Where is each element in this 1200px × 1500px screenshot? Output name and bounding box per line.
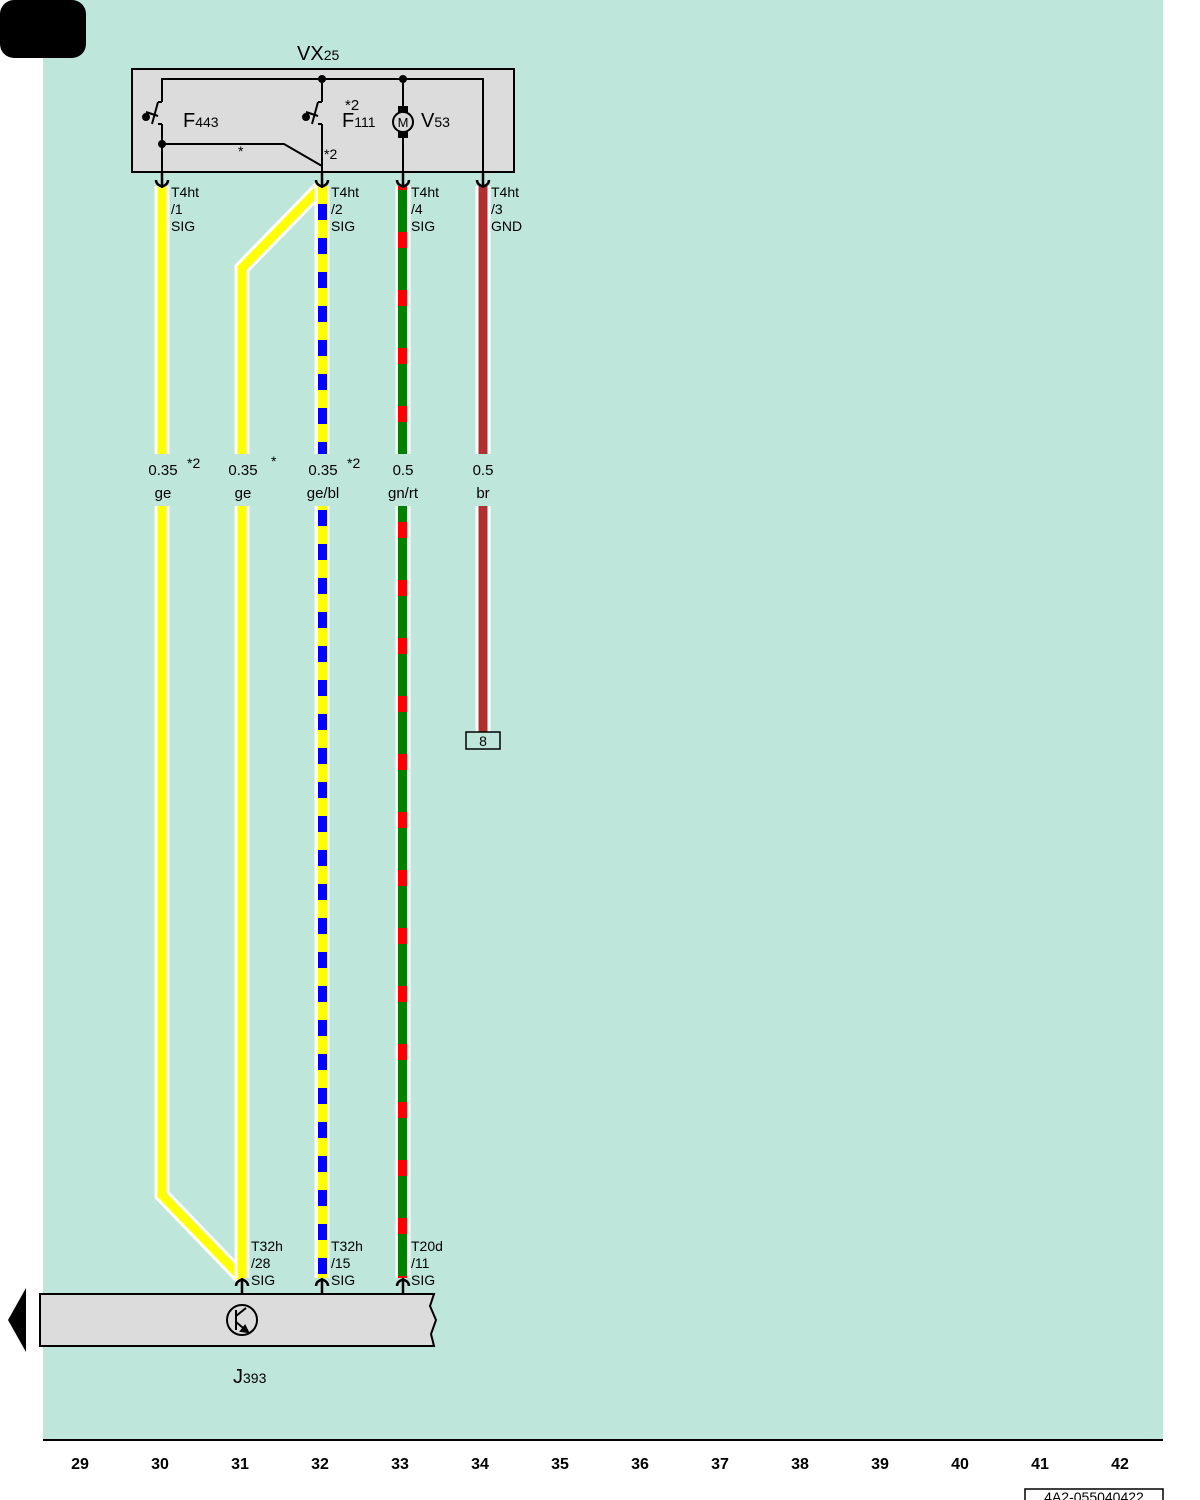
column-number: 29	[71, 1456, 89, 1473]
component-vx-name: VX	[297, 43, 324, 65]
wire-3-gebl	[314, 186, 330, 1278]
top-conn-4-l3: GND	[491, 218, 522, 234]
column-number: 37	[711, 1456, 729, 1473]
column-number: 38	[791, 1456, 809, 1473]
wire-3-note: *2	[347, 455, 360, 471]
wire-5-size: 0.5	[473, 462, 494, 479]
top-conn-4-l1: T4ht	[491, 184, 519, 200]
column-number: 33	[391, 1456, 409, 1473]
wires	[154, 180, 491, 1284]
top-conn-3-l1: T4ht	[411, 184, 439, 200]
motor-v53-sub: 53	[434, 114, 450, 130]
top-conn-3-l3: SIG	[411, 218, 435, 234]
column-number: 34	[471, 1456, 489, 1473]
switch-f111-sub: 111	[354, 114, 375, 130]
bottom-conn-2-l2: /15	[331, 1255, 351, 1271]
svg-text:J393: J393	[233, 1366, 267, 1388]
bottom-conn-3-l3: SIG	[411, 1272, 435, 1288]
top-conn-2-l3: SIG	[331, 218, 355, 234]
wire-5-color: br	[476, 485, 489, 502]
component-vx-sub: 25	[324, 47, 340, 63]
column-number: 31	[231, 1456, 249, 1473]
column-number: 39	[871, 1456, 889, 1473]
wire-3-size: 0.35	[308, 462, 337, 479]
switch-f443-sub: 443	[195, 114, 219, 130]
doc-id-box: 4A2-055040422	[1024, 1488, 1164, 1500]
control-unit-box	[39, 1293, 438, 1347]
switch-f443-symbol	[142, 101, 163, 130]
column-number: 30	[151, 1456, 169, 1473]
internal-note-star2: *2	[324, 146, 337, 162]
top-conn-2-l1: T4ht	[331, 184, 359, 200]
bottom-conn-3-l1: T20d	[411, 1238, 443, 1254]
page-corner-tab	[0, 0, 86, 58]
svg-text:VX25: VX25	[297, 43, 339, 65]
top-connector-pins	[154, 172, 491, 188]
wire-4-gnrt	[395, 186, 411, 1278]
column-number: 32	[311, 1456, 329, 1473]
wire-1-color: ge	[155, 485, 172, 502]
control-unit-j393	[39, 1293, 438, 1347]
bottom-conn-2-l1: T32h	[331, 1238, 363, 1254]
diagram-background	[43, 0, 1163, 1440]
bottom-conn-1-l1: T32h	[251, 1238, 283, 1254]
top-conn-1-l1: T4ht	[171, 184, 199, 200]
switch-f111-note: *2	[345, 97, 359, 114]
top-conn-1-l3: SIG	[171, 218, 195, 234]
top-conn-2-l2: /2	[331, 201, 343, 217]
transistor-icon	[226, 1304, 258, 1336]
wire-1-note: *2	[187, 455, 200, 471]
motor-symbol: M	[398, 115, 409, 130]
switch-f443-name: F	[183, 110, 195, 132]
bottom-conn-1-l2: /28	[251, 1255, 271, 1271]
switch-f111-symbol	[302, 101, 323, 130]
doc-id-label: 4A2-055040422	[1044, 1489, 1144, 1500]
internal-note-star: *	[238, 143, 244, 159]
motor-v53-name: V	[421, 110, 435, 132]
vx-junction-dots	[158, 75, 407, 148]
wire-1-ge	[154, 186, 248, 1284]
component-vx25: VX25 F443	[131, 43, 515, 180]
top-conn-4-l2: /3	[491, 201, 503, 217]
wire-4-size: 0.5	[393, 462, 414, 479]
wire-4-color: gn/rt	[388, 485, 419, 502]
wire-2-color: ge	[235, 485, 252, 502]
column-number: 41	[1031, 1456, 1049, 1473]
wire-2-ge	[234, 180, 328, 1278]
wire-3-color: ge/bl	[307, 485, 340, 502]
column-number: 36	[631, 1456, 649, 1473]
svg-text:V53: V53	[421, 110, 450, 132]
wire-2-note: *	[271, 453, 277, 469]
wire-2-size: 0.35	[228, 462, 257, 479]
vx-internal-wiring	[161, 78, 484, 180]
top-conn-3-l2: /4	[411, 201, 423, 217]
bottom-connector-pins	[234, 1278, 411, 1294]
column-number: 42	[1111, 1456, 1129, 1473]
page-left-arrow[interactable]	[8, 1288, 26, 1352]
svg-text:F443: F443	[183, 110, 219, 132]
top-conn-1-l2: /1	[171, 201, 183, 217]
control-unit-name: J	[233, 1366, 243, 1388]
column-numbers: 29 30 31 32 33 34 35 36 37 38 39 40 41 42	[71, 1456, 1129, 1473]
ground-ref-box[interactable]: 8	[465, 731, 501, 750]
wire-label-gaps	[150, 454, 496, 506]
column-number: 35	[551, 1456, 569, 1473]
bottom-connector-labels: T32h /28 SIG T32h /15 SIG T20d /11 SIG	[251, 1238, 443, 1288]
bottom-conn-3-l2: /11	[411, 1255, 430, 1271]
ground-ref-label: 8	[479, 733, 487, 749]
svg-text:F111: F111	[342, 110, 376, 132]
bottom-conn-1-l3: SIG	[251, 1272, 275, 1288]
wire-1-size: 0.35	[148, 462, 177, 479]
column-number: 40	[951, 1456, 969, 1473]
switch-f111-name: F	[342, 110, 354, 132]
top-connector-labels: T4ht /1 SIG T4ht /2 SIG T4ht /4 SIG T4ht…	[171, 184, 522, 234]
control-unit-sub: 393	[243, 1370, 267, 1386]
bottom-conn-2-l3: SIG	[331, 1272, 355, 1288]
wire-labels: 0.35 ge *2 0.35 ge * 0.35 ge/bl *2 0.5 g…	[148, 453, 493, 502]
motor-icon: M	[392, 106, 414, 138]
